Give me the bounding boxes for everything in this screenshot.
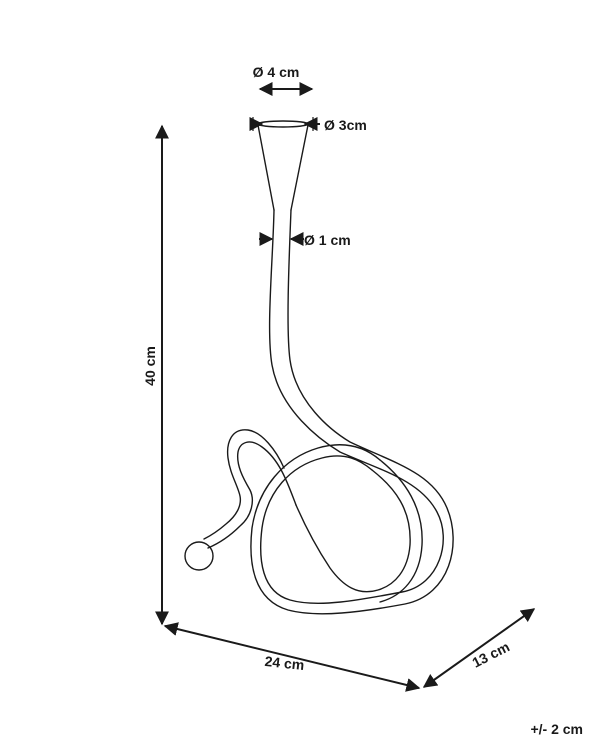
coil-back-loop <box>203 429 297 549</box>
cup-cone <box>257 124 309 211</box>
coil-inner-loop <box>295 459 423 603</box>
stem-coil-inner <box>250 209 454 615</box>
stem-diameter-label: Ø 1 cm <box>304 232 351 248</box>
depth-arrow <box>422 608 536 688</box>
stem-coil-outer <box>259 209 444 604</box>
end-ball <box>184 541 214 571</box>
tolerance-note: +/- 2 cm <box>530 721 583 737</box>
depth-label: 13 cm <box>469 638 512 670</box>
width-arrow <box>163 622 421 692</box>
top-diameter-label: Ø 4 cm <box>253 64 300 80</box>
mouth-diameter-label: Ø 3cm <box>324 117 367 133</box>
cup-rim <box>257 120 309 128</box>
height-label: 40 cm <box>142 346 158 386</box>
width-label: 24 cm <box>264 653 305 673</box>
candle-holder-outline <box>184 120 454 615</box>
